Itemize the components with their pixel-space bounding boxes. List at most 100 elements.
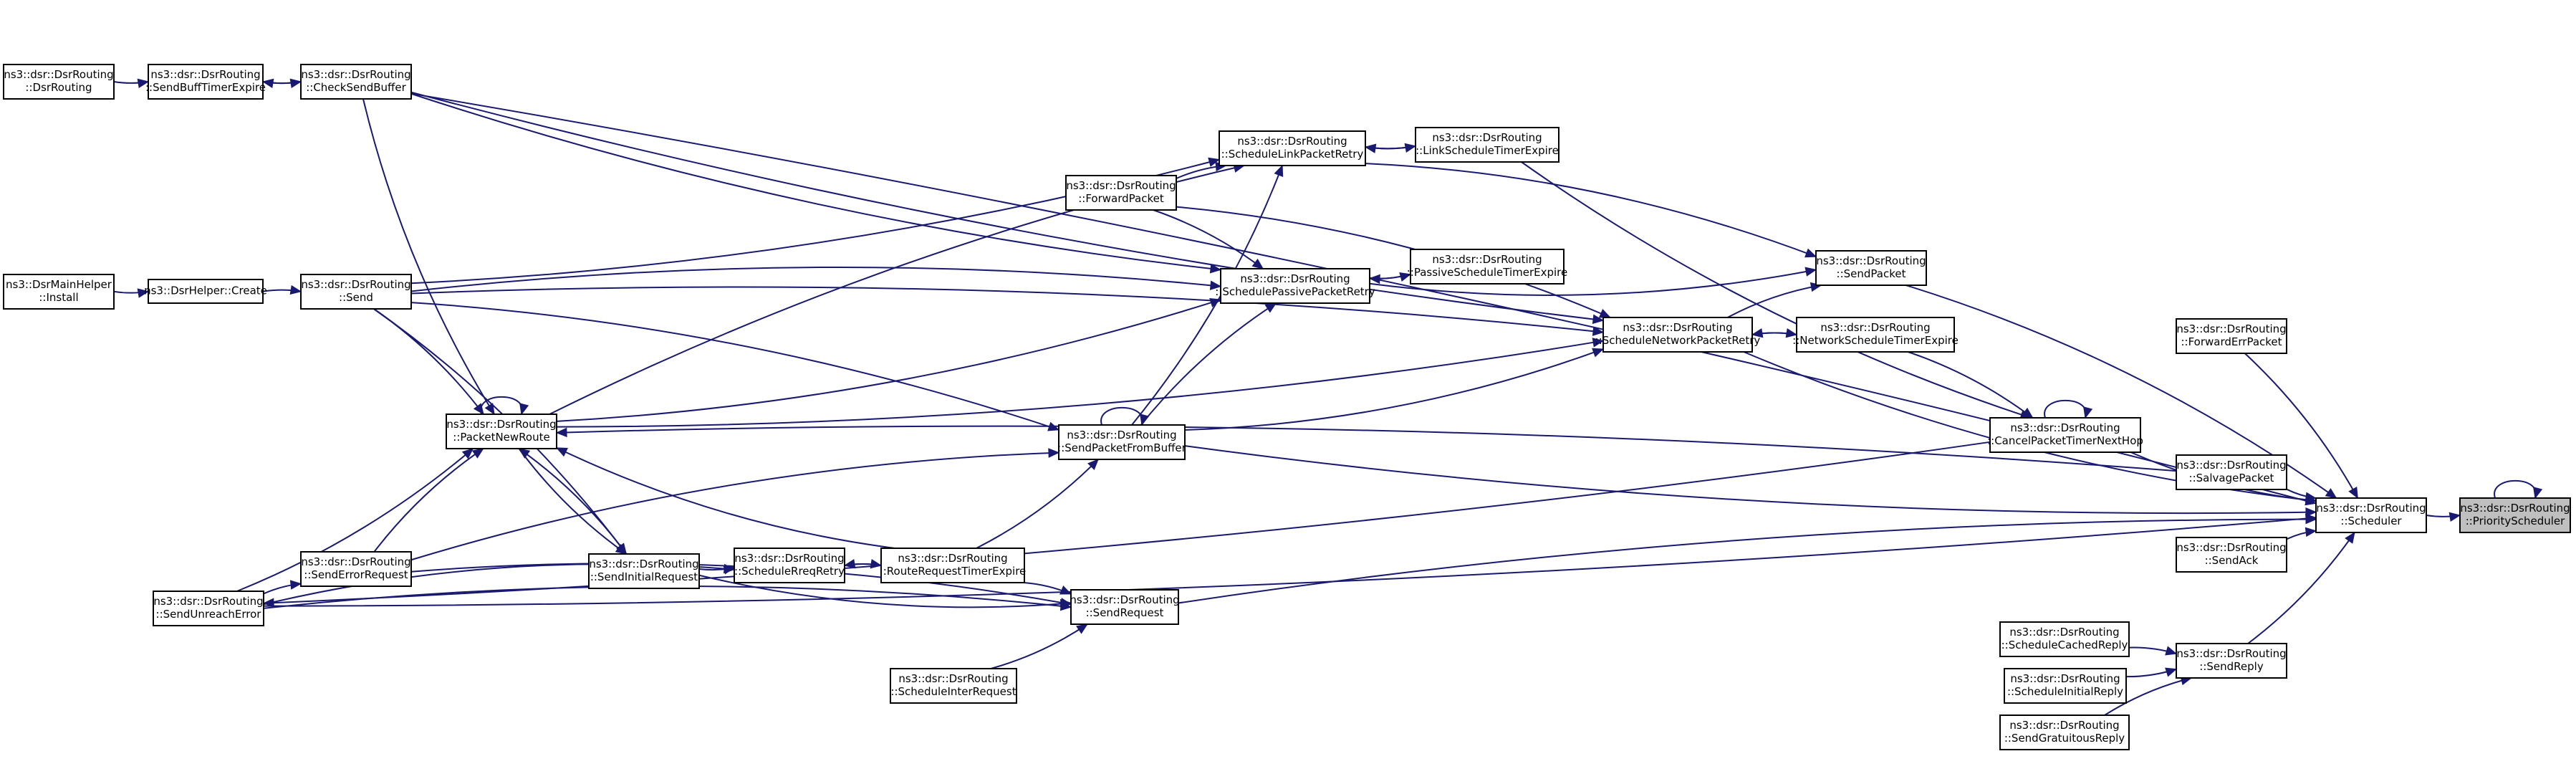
node-schedule-network-packet-retry[interactable]: ns3::dsr::DsrRouting::ScheduleNetworkPac… bbox=[1595, 317, 1761, 353]
node-passive-schedule-timer-expire[interactable]: ns3::dsr::DsrRouting::PassiveScheduleTim… bbox=[1407, 249, 1568, 285]
edge-send-packet-from-buffer-to-schedule-network-packet-retry-arrowhead bbox=[1592, 348, 1605, 358]
edge-schedule-link-packet-retry-to-send-packet bbox=[1365, 163, 1817, 258]
node-send-ack[interactable]: ns3::dsr::DsrRouting::SendAck bbox=[2176, 537, 2287, 573]
edge-cancel-packet-timer-next-hop-to-cancel-packet-timer-next-hop-arrowhead bbox=[2083, 406, 2093, 419]
edge-send-to-schedule-passive-packet-retry bbox=[410, 266, 1221, 292]
node-dsr-helper-create[interactable]: ns3::DsrHelper::Create bbox=[144, 279, 267, 304]
edge-forward-packet-to-schedule-passive-packet-retry bbox=[1153, 209, 1264, 269]
node-label-line: ns3::dsr::DsrRouting bbox=[153, 595, 263, 608]
node-schedule-initial-reply[interactable]: ns3::dsr::DsrRouting::ScheduleInitialRep… bbox=[2004, 668, 2127, 704]
node-label-line: ns3::dsr::DsrRouting bbox=[301, 68, 410, 81]
node-schedule-passive-packet-retry[interactable]: ns3::dsr::DsrRouting::SchedulePassivePac… bbox=[1215, 268, 1375, 304]
edge-dsr-routing-ctor-to-send-buff-timer-expire-arrowhead bbox=[137, 78, 150, 88]
edge-send-packet-from-buffer-to-schedule-passive-packet-retry-arrowhead bbox=[1264, 302, 1277, 313]
node-send-reply[interactable]: ns3::dsr::DsrRouting::SendReply bbox=[2176, 643, 2287, 679]
node-send-buff-timer-expire[interactable]: ns3::dsr::DsrRouting::SendBuffTimerExpir… bbox=[145, 64, 266, 100]
node-box bbox=[300, 274, 412, 310]
edge-send-packet-to-scheduler-arrowhead bbox=[2325, 488, 2337, 499]
node-schedule-inter-request[interactable]: ns3::dsr::DsrRouting::ScheduleInterReque… bbox=[890, 668, 1017, 704]
edge-forward-packet-to-schedule-passive-packet-retry-arrowhead bbox=[1251, 258, 1264, 269]
node-send-request[interactable]: ns3::dsr::DsrRouting::SendRequest bbox=[1070, 589, 1180, 625]
edge-schedule-cached-reply-to-send-reply-arrowhead bbox=[2165, 646, 2178, 656]
node-send[interactable]: ns3::dsr::DsrRouting::Send bbox=[300, 274, 412, 310]
edge-scheduler-to-priority-scheduler-arrowhead bbox=[2448, 512, 2461, 522]
node-dsr-routing-ctor[interactable]: ns3::dsr::DsrRouting::DsrRouting bbox=[3, 64, 115, 100]
node-label-line: ::SendGratuitousReply bbox=[2004, 732, 2125, 745]
node-label-line: ::SendInitialRequest bbox=[590, 570, 698, 583]
edge-route-request-timer-expire-to-packet-new-route bbox=[556, 446, 895, 549]
edge-forward-packet-to-schedule-network-packet-retry bbox=[1176, 206, 1611, 318]
edge-schedule-passive-packet-retry-to-send-packet-arrowhead bbox=[1804, 267, 1817, 277]
node-box bbox=[1602, 317, 1753, 353]
node-box bbox=[300, 64, 412, 100]
edge-salvage-packet-to-packet-new-route bbox=[556, 425, 2177, 472]
node-label-line: ns3::dsr::DsrRouting bbox=[2176, 459, 2286, 472]
edge-check-send-buffer-to-send-buff-timer-expire-arrowhead bbox=[261, 78, 274, 88]
node-send-gratuitous-reply[interactable]: ns3::dsr::DsrRouting::SendGratuitousRepl… bbox=[1999, 715, 2130, 750]
node-box bbox=[2176, 318, 2287, 354]
node-box bbox=[588, 553, 700, 589]
node-cancel-packet-timer-next-hop[interactable]: ns3::dsr::DsrRouting::CancelPacketTimerN… bbox=[1987, 417, 2143, 453]
node-dsr-main-helper-install[interactable]: ns3::DsrMainHelper::Install bbox=[3, 274, 115, 310]
edge-schedule-inter-request-to-send-request bbox=[990, 623, 1088, 669]
edge-check-send-buffer-to-schedule-network-packet-retry-arrowhead bbox=[1592, 314, 1605, 325]
node-label-line: ::ScheduleLinkPacketRetry bbox=[1221, 148, 1364, 161]
node-label-line: ns3::dsr::DsrRouting bbox=[1070, 593, 1179, 606]
node-send-packet[interactable]: ns3::dsr::DsrRouting::SendPacket bbox=[1815, 250, 1927, 286]
edge-route-request-timer-expire-to-send-packet-from-buffer bbox=[976, 459, 1099, 549]
node-schedule-rreq-retry[interactable]: ns3::dsr::DsrRouting::ScheduleRreqRetry bbox=[734, 548, 845, 583]
node-forward-packet[interactable]: ns3::dsr::DsrRouting::ForwardPacket bbox=[1065, 175, 1177, 211]
node-label-line: ::SendAck bbox=[2205, 554, 2259, 567]
edge-send-error-request-to-packet-new-route bbox=[373, 448, 484, 553]
edge-forward-packet-to-schedule-network-packet-retry-arrowhead bbox=[1598, 309, 1611, 318]
edge-schedule-network-packet-retry-to-scheduler-arrowhead bbox=[2305, 494, 2317, 505]
node-send-error-request[interactable]: ns3::dsr::DsrRouting::SendErrorRequest bbox=[300, 551, 412, 587]
node-schedule-cached-reply[interactable]: ns3::dsr::DsrRouting::ScheduleCachedRepl… bbox=[1999, 621, 2130, 657]
edge-packet-new-route-to-schedule-passive-packet-retry bbox=[556, 299, 1221, 422]
node-label-line: ns3::dsr::DsrRouting bbox=[1623, 321, 1732, 334]
edge-send-to-schedule-network-packet-retry bbox=[410, 286, 1604, 333]
node-label-line: ::ScheduleRreqRetry bbox=[734, 565, 845, 578]
node-label-line: ns3::dsr::DsrRouting bbox=[898, 552, 1007, 565]
node-label-line: ::SendPacketFromBuffer bbox=[1057, 441, 1186, 454]
node-box bbox=[1410, 249, 1565, 285]
node-label-line: ::NetworkScheduleTimerExpire bbox=[1792, 334, 1959, 347]
edge-schedule-initial-reply-to-send-reply-arrowhead bbox=[2165, 667, 2178, 677]
node-scheduler[interactable]: ns3::dsr::DsrRouting::Scheduler bbox=[2315, 497, 2427, 533]
node-priority-scheduler[interactable]: ns3::dsr::DsrRouting::PriorityScheduler bbox=[2459, 497, 2571, 533]
edge-packet-new-route-to-schedule-network-packet-retry bbox=[556, 340, 1604, 428]
edge-layer bbox=[113, 78, 2543, 716]
node-box bbox=[1065, 175, 1177, 211]
node-label-line: ::SendErrorRequest bbox=[304, 568, 408, 581]
node-box bbox=[148, 279, 264, 304]
edge-check-send-buffer-to-packet-new-route bbox=[362, 98, 495, 415]
node-send-unreach-error[interactable]: ns3::dsr::DsrRouting::SendUnreachError bbox=[153, 591, 264, 626]
node-send-initial-request[interactable]: ns3::dsr::DsrRouting::SendInitialRequest bbox=[588, 553, 700, 589]
edge-send-reply-to-scheduler-arrowhead bbox=[2345, 531, 2355, 544]
node-label-line: ::SendBuffTimerExpire bbox=[145, 81, 266, 94]
node-schedule-link-packet-retry[interactable]: ns3::dsr::DsrRouting::ScheduleLinkPacket… bbox=[1219, 130, 1366, 166]
edge-send-reply-to-scheduler bbox=[2247, 532, 2355, 644]
node-route-request-timer-expire[interactable]: ns3::dsr::DsrRouting::RouteRequestTimerE… bbox=[880, 548, 1027, 583]
edge-send-unreach-error-to-packet-new-route-arrowhead bbox=[461, 448, 474, 459]
node-packet-new-route[interactable]: ns3::dsr::DsrRouting::PacketNewRoute bbox=[446, 414, 557, 449]
node-forward-err-packet[interactable]: ns3::dsr::DsrRouting::ForwardErrPacket bbox=[2176, 318, 2287, 354]
edge-send-to-schedule-link-packet-retry-arrowhead bbox=[1208, 157, 1221, 167]
node-box bbox=[1815, 250, 1927, 286]
edge-check-send-buffer-to-schedule-network-packet-retry bbox=[410, 91, 1604, 322]
node-label-line: ::SendPacket bbox=[1837, 267, 1906, 280]
node-salvage-packet[interactable]: ns3::dsr::DsrRouting::SalvagePacket bbox=[2176, 454, 2287, 490]
node-label-line: ns3::dsr::DsrRouting bbox=[1820, 321, 1930, 334]
edge-link-schedule-timer-expire-to-cancel-packet-timer-next-hop bbox=[1521, 161, 2032, 419]
node-network-schedule-timer-expire[interactable]: ns3::dsr::DsrRouting::NetworkScheduleTim… bbox=[1792, 317, 1959, 353]
node-label-line: ns3::dsr::DsrRouting bbox=[2176, 322, 2286, 335]
node-label-line: ns3::dsr::DsrRouting bbox=[734, 552, 844, 565]
node-send-packet-from-buffer[interactable]: ns3::dsr::DsrRouting::SendPacketFromBuff… bbox=[1057, 424, 1187, 460]
node-box bbox=[300, 551, 412, 587]
edge-send-unreach-error-to-scheduler-arrowhead bbox=[2305, 513, 2317, 524]
node-link-schedule-timer-expire[interactable]: ns3::dsr::DsrRouting::LinkScheduleTimerE… bbox=[1415, 127, 1559, 163]
node-check-send-buffer[interactable]: ns3::dsr::DsrRouting::CheckSendBuffer bbox=[300, 64, 412, 100]
edge-route-request-timer-expire-to-send-packet-from-buffer-arrowhead bbox=[1087, 459, 1099, 471]
edge-packet-new-route-to-packet-new-route-arrowhead bbox=[519, 403, 529, 416]
node-box bbox=[1070, 589, 1179, 625]
